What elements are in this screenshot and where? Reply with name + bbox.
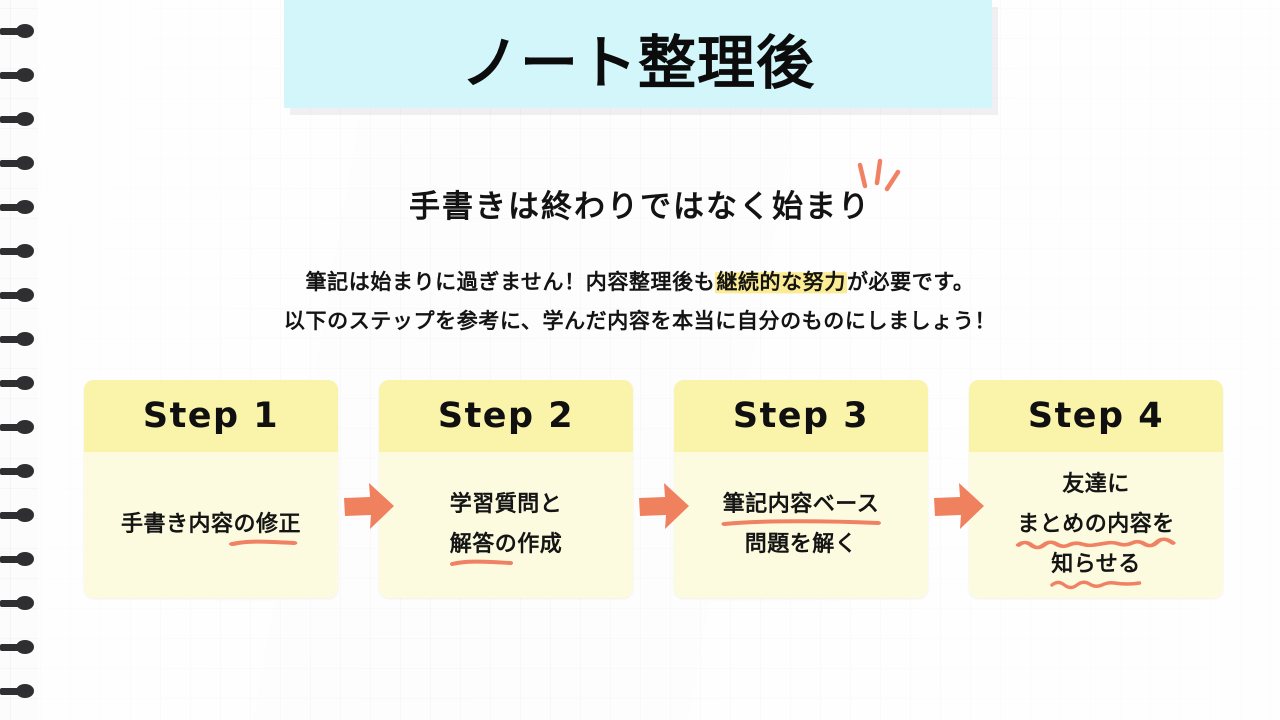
step-card-4-line-2: まとめの内容を [1017, 512, 1175, 537]
binding-ring-knob [16, 508, 34, 522]
step-card-2-line-1: 学習質問と [449, 492, 563, 517]
step-card-1-line-1: 手書き内容の修正 [120, 512, 301, 537]
step-card-2-line-2-wrap: 解答の作成 [449, 530, 563, 566]
binding-ring-knob [16, 112, 34, 126]
step-card-4-line-2-wrap: まとめの内容を [1016, 510, 1176, 550]
step-card-4-line-1: 友達に [1062, 472, 1130, 497]
binding-ring-knob [16, 24, 34, 38]
binding-ring-knob [16, 376, 34, 390]
page-title: ノート整理後 [460, 29, 815, 97]
binding-ring-knob [16, 464, 34, 478]
step-card-4-line-3-wrap: 知らせる [1050, 550, 1142, 590]
steps-row: Step 1 手書き内容の修正 Step 2 学習質問と [84, 380, 1223, 598]
binding-ring-knob [16, 288, 34, 302]
binding-ring-knob [16, 332, 34, 346]
binding-ring-bar [0, 203, 28, 211]
binding-ring-bar [0, 27, 28, 35]
step-card-2-line-2: 解答の作成 [449, 532, 563, 557]
step-card-3-line-2-wrap: 問題を解く [745, 530, 858, 560]
binding-ring-bar [0, 643, 28, 651]
step-card-4-line-1-wrap: 友達に [1062, 470, 1130, 500]
step-card-1-header-label: Step 1 [142, 396, 280, 436]
body-line-1-highlight: 継続的な努力 [715, 270, 847, 294]
arrow-right-icon [639, 483, 689, 529]
underline-wavy-icon [1016, 537, 1176, 550]
binding-ring-bar [0, 335, 28, 343]
arrow-right-icon [344, 483, 394, 529]
arrow-right-icon [934, 483, 984, 529]
step-card-3-line-1: 筆記内容ベース [722, 492, 880, 517]
step-card-4-body: 友達に まとめの内容を 知らせる [969, 452, 1223, 598]
step-card-4[interactable]: Step 4 友達に まとめの内容を 知らせる [969, 380, 1223, 598]
spiral-binding [0, 0, 60, 720]
step-card-4-line-3: 知らせる [1051, 552, 1141, 577]
step-card-2-line-1-wrap: 学習質問と [450, 490, 563, 520]
headline-text: 手書きは終わりではなく始まり [409, 189, 871, 225]
binding-ring-bar [0, 247, 28, 255]
step-card-3-header: Step 3 [674, 380, 928, 452]
step-card-3-header-label: Step 3 [732, 396, 870, 436]
step-card-4-header: Step 4 [969, 380, 1223, 452]
step-card-3-line-1-wrap: 筆記内容ベース [721, 490, 881, 526]
step-card-2-body: 学習質問と 解答の作成 [379, 452, 633, 598]
binding-ring-bar [0, 115, 28, 123]
step-card-1-header: Step 1 [84, 380, 338, 452]
body-paragraph: 筆記は始まりに過ぎません！内容整理後も継続的な努力が必要です。 以下のステップを… [0, 263, 1280, 341]
binding-ring-knob [16, 552, 34, 566]
step-card-3-body: 筆記内容ベース 問題を解く [674, 452, 928, 598]
binding-ring-bar [0, 423, 28, 431]
binding-ring-bar [0, 687, 28, 695]
body-line-2: 以下のステップを参考に、学んだ内容を本当に自分のものにしましょう！ [283, 309, 997, 333]
binding-ring-knob [16, 420, 34, 434]
binding-ring-bar [0, 599, 28, 607]
binding-ring-bar [0, 159, 28, 167]
binding-ring-knob [16, 596, 34, 610]
title-banner: ノート整理後 [284, 0, 992, 108]
body-line-1-pre: 筆記は始まりに過ぎません！内容整理後も [305, 270, 716, 294]
binding-ring-knob [16, 244, 34, 258]
binding-ring-knob [16, 156, 34, 170]
underline-wavy-icon [1050, 580, 1142, 590]
underline-straight-icon [449, 559, 513, 566]
binding-ring-knob [16, 68, 34, 82]
binding-ring-knob [16, 200, 34, 214]
binding-ring-bar [0, 379, 28, 387]
step-card-2[interactable]: Step 2 学習質問と 解答の作成 [379, 380, 633, 598]
binding-ring-bar [0, 511, 28, 519]
step-card-2-header: Step 2 [379, 380, 633, 452]
step-card-1-line-1-wrap: 手書き内容の修正 [120, 510, 301, 546]
step-card-3[interactable]: Step 3 筆記内容ベース 問題を解く [674, 380, 928, 598]
step-card-1-body: 手書き内容の修正 [84, 452, 338, 598]
body-line-1-post: が必要です。 [846, 270, 975, 294]
binding-ring-bar [0, 467, 28, 475]
step-card-3-line-2: 問題を解く [744, 532, 858, 557]
body-line-1: 筆記は始まりに過ぎません！内容整理後も継続的な努力が必要です。 [0, 263, 1280, 302]
underline-straight-icon [228, 539, 298, 546]
binding-ring-bar [0, 555, 28, 563]
binding-ring-knob [16, 640, 34, 654]
binding-ring-knob [16, 684, 34, 698]
sparkle-icon [857, 158, 901, 192]
underline-straight-icon [721, 519, 881, 526]
step-card-4-header-label: Step 4 [1027, 396, 1165, 436]
binding-ring-bar [0, 291, 28, 299]
step-card-2-header-label: Step 2 [437, 396, 575, 436]
binding-ring-bar [0, 71, 28, 79]
step-card-1[interactable]: Step 1 手書き内容の修正 [84, 380, 338, 598]
